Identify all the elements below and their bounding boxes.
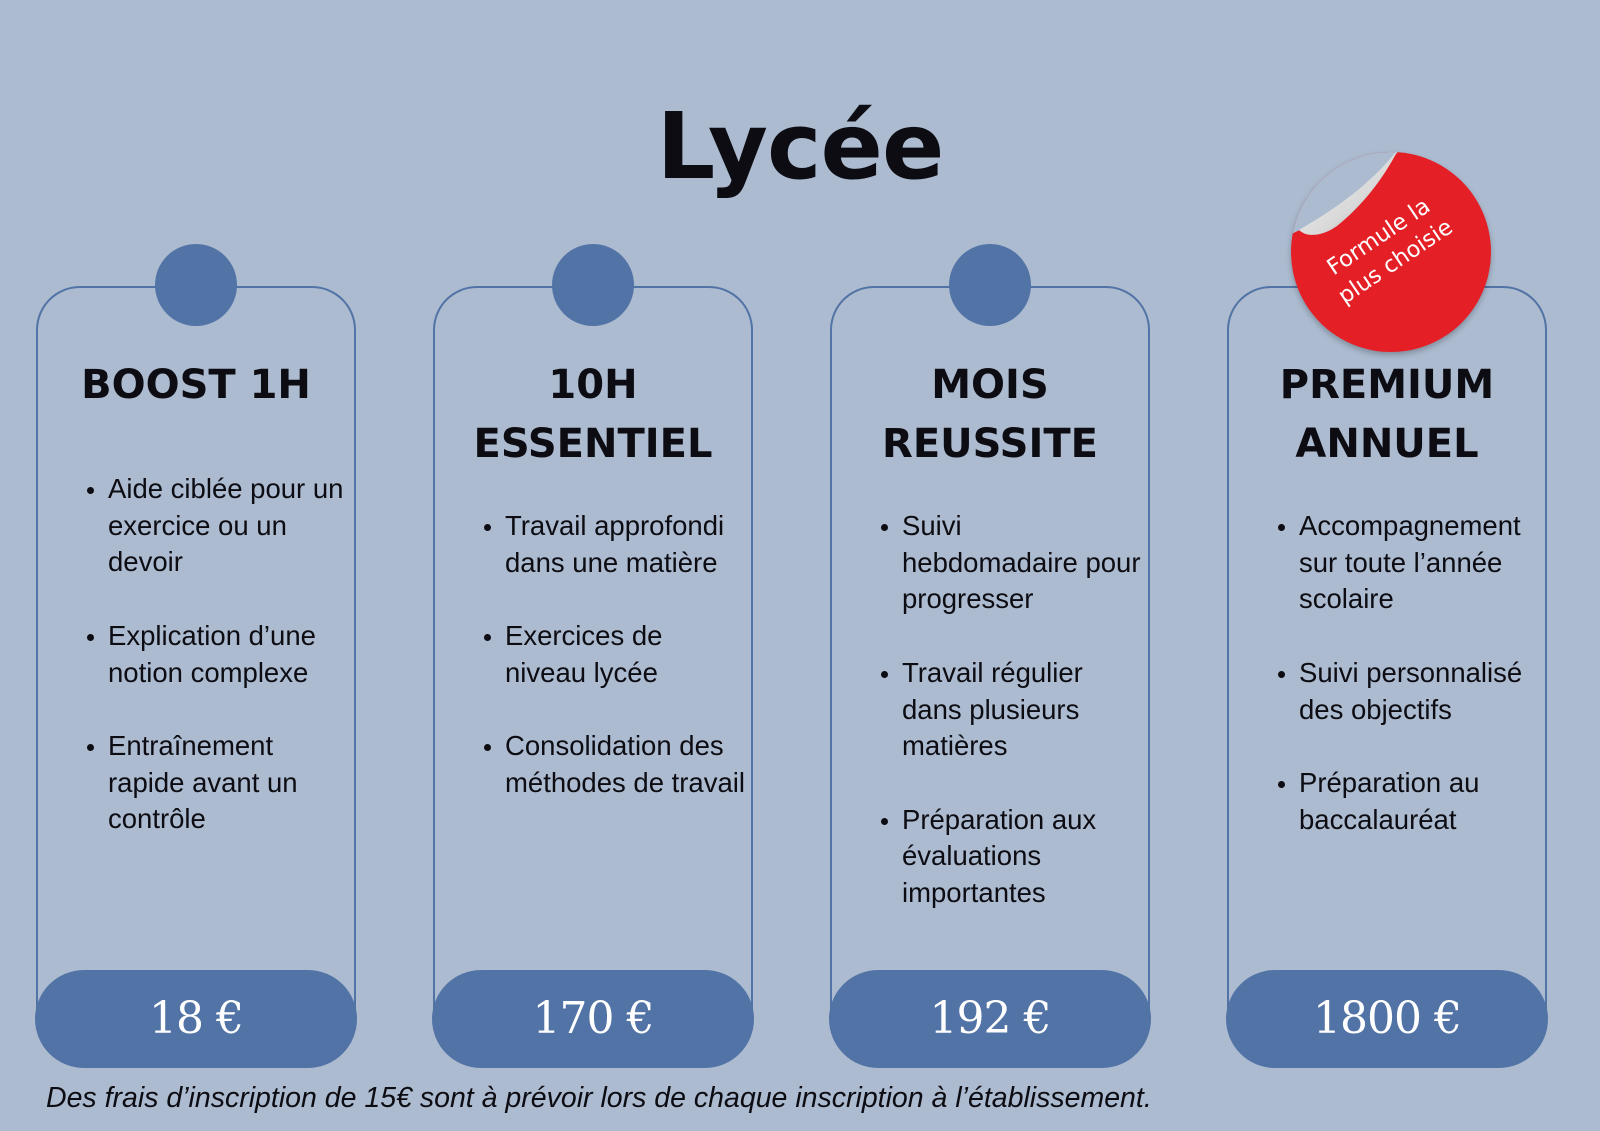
page-title: Lycée bbox=[656, 93, 945, 200]
feature-item: Accompagnement sur toute l’année scolair… bbox=[1299, 508, 1547, 618]
feature-list: Travail approfondi dans une matière Exer… bbox=[471, 508, 745, 838]
card-circle bbox=[949, 244, 1031, 326]
footnote: Des frais d’inscription de 15€ sont à pr… bbox=[46, 1082, 1152, 1114]
price-label: 18 € bbox=[35, 970, 357, 1068]
feature-item: Consolidation des méthodes de travail bbox=[505, 728, 745, 801]
sticker-curl-icon bbox=[1291, 152, 1398, 235]
card-circle bbox=[552, 244, 634, 326]
popular-badge: Formule la plus choisie bbox=[1291, 152, 1491, 352]
feature-item: Travail approfondi dans une matière bbox=[505, 508, 745, 581]
plan-title: BOOST 1H bbox=[81, 362, 311, 408]
feature-item: Entraînement rapide avant un contrôle bbox=[108, 728, 348, 838]
feature-item: Préparation au baccalauréat bbox=[1299, 765, 1547, 838]
feature-item: Exercices de niveau lycée bbox=[505, 618, 745, 691]
feature-list: Accompagnement sur toute l’année scolair… bbox=[1265, 508, 1547, 875]
card-circle bbox=[155, 244, 237, 326]
plan-title: 10H ESSENTIEL bbox=[473, 362, 713, 467]
feature-item: Aide ciblée pour un exercice ou un devoi… bbox=[108, 471, 348, 581]
plan-card-essentiel: 10H ESSENTIEL Travail approfondi dans un… bbox=[432, 244, 754, 1068]
feature-item: Préparation aux évaluations importantes bbox=[902, 802, 1142, 912]
feature-item: Suivi personnalisé des objectifs bbox=[1299, 655, 1547, 728]
plan-title: PREMIUM ANNUEL bbox=[1279, 362, 1495, 467]
plan-title: MOIS REUSSITE bbox=[882, 362, 1098, 467]
price-label: 170 € bbox=[432, 970, 754, 1068]
plan-card-reussite: MOIS REUSSITE Suivi hebdomadaire pour pr… bbox=[829, 244, 1151, 1068]
plan-card-boost: BOOST 1H Aide ciblée pour un exercice ou… bbox=[35, 244, 357, 1068]
price-label: 1800 € bbox=[1226, 970, 1548, 1068]
feature-item: Travail régulier dans plusieurs matières bbox=[902, 655, 1142, 765]
feature-list: Suivi hebdomadaire pour progresser Trava… bbox=[868, 508, 1142, 948]
plan-card-premium: PREMIUM ANNUEL Accompagnement sur toute … bbox=[1226, 286, 1548, 1068]
price-label: 192 € bbox=[829, 970, 1151, 1068]
feature-list: Aide ciblée pour un exercice ou un devoi… bbox=[74, 471, 348, 875]
feature-item: Explication d’une notion complexe bbox=[108, 618, 348, 691]
feature-item: Suivi hebdomadaire pour progresser bbox=[902, 508, 1142, 618]
